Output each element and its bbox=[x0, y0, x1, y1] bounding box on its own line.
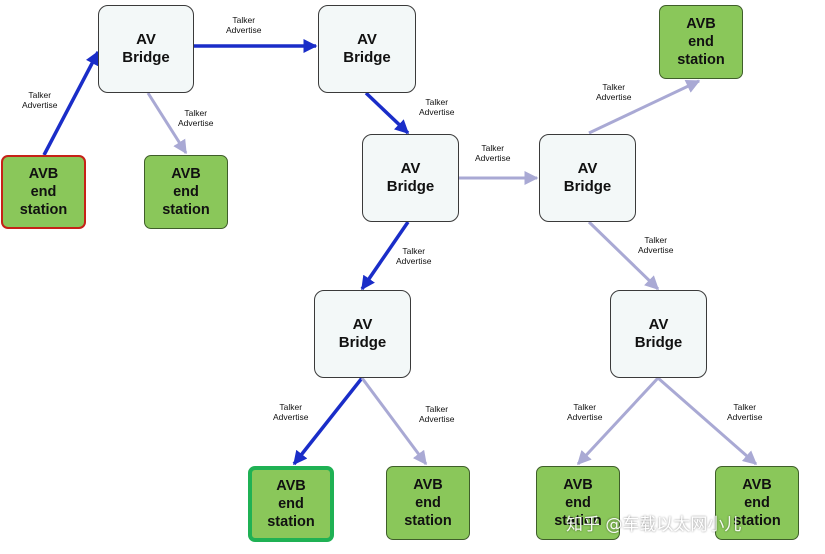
node-label-line: AV bbox=[577, 160, 598, 177]
edge-label: Talker Advertise bbox=[419, 404, 454, 424]
edge-label-line: Advertise bbox=[226, 25, 262, 35]
node-label-line: AVB bbox=[171, 166, 201, 182]
node-label-line: Bridge bbox=[634, 334, 683, 351]
node-label-line: end bbox=[415, 495, 441, 511]
edge-label-line: Talker bbox=[425, 97, 449, 107]
edge-label: Talker Advertise bbox=[596, 82, 631, 102]
edge-bridge-3-to-bridge-5 bbox=[360, 221, 410, 291]
edge-label: Talker Advertise bbox=[638, 235, 673, 255]
node-label-line: AVB bbox=[563, 477, 593, 493]
node-label-line: AV bbox=[357, 31, 377, 48]
node-label-line: end bbox=[278, 496, 304, 512]
edge-bridge-5-to-station-3 bbox=[360, 377, 428, 466]
node-label-line: AV bbox=[352, 316, 373, 333]
av-bridge-4: AV Bridge bbox=[539, 134, 636, 222]
edge-label-line: Talker bbox=[28, 90, 52, 100]
edge-bridge-4-to-station-2 bbox=[588, 79, 701, 135]
edge-label: Talker Advertise bbox=[475, 143, 510, 163]
edge-label-line: Advertise bbox=[273, 412, 309, 422]
edge-label-line: Advertise bbox=[396, 256, 432, 266]
edge-bridge-1-to-station-1 bbox=[146, 92, 188, 155]
edge-label: Talker Advertise bbox=[226, 15, 261, 35]
node-label-line: Bridge bbox=[338, 334, 387, 351]
node-label-line: end bbox=[30, 184, 57, 200]
node-label-line: Bridge bbox=[563, 178, 612, 195]
edge-label-line: Advertise bbox=[419, 414, 455, 424]
avb-end-station-talker: AVB end station bbox=[1, 155, 86, 229]
node-label-line: station bbox=[162, 202, 210, 218]
edge-label-line: Talker bbox=[232, 15, 256, 25]
edge-label-line: Advertise bbox=[419, 107, 455, 117]
avb-end-station-4: AVB end station bbox=[536, 466, 620, 540]
node-label-line: station bbox=[677, 52, 725, 68]
edge-bridge-2-to-bridge-3 bbox=[364, 91, 410, 135]
edge-label: Talker Advertise bbox=[178, 108, 213, 128]
avb-end-station-5: AVB end station bbox=[715, 466, 799, 540]
edge-label-line: Talker bbox=[425, 404, 449, 414]
edge-label: Talker Advertise bbox=[273, 402, 308, 422]
node-label-line: AVB bbox=[276, 478, 306, 494]
edge-label-line: Talker bbox=[733, 402, 757, 412]
edge-label-line: Talker bbox=[402, 246, 426, 256]
node-label-line: end bbox=[688, 34, 714, 50]
edge-label-line: Advertise bbox=[596, 92, 632, 102]
node-label-line: station bbox=[267, 514, 315, 530]
av-bridge-3: AV Bridge bbox=[362, 134, 459, 222]
node-label-line: Bridge bbox=[122, 49, 170, 66]
node-label-line: end bbox=[744, 495, 770, 511]
edge-label-line: Talker bbox=[279, 402, 303, 412]
edge-talker-to-bridge-1 bbox=[42, 50, 100, 156]
node-label-line: AVB bbox=[686, 16, 716, 32]
node-label-line: station bbox=[554, 513, 602, 529]
edge-label-line: Advertise bbox=[567, 412, 603, 422]
edge-label-line: Talker bbox=[184, 108, 208, 118]
edge-bridge-5-to-listener bbox=[292, 376, 364, 466]
node-label-line: AVB bbox=[413, 477, 443, 493]
avb-end-station-3: AVB end station bbox=[386, 466, 470, 540]
av-bridge-6: AV Bridge bbox=[610, 290, 707, 378]
edge-label-line: Advertise bbox=[178, 118, 214, 128]
av-bridge-5: AV Bridge bbox=[314, 290, 411, 378]
edge-label-line: Advertise bbox=[638, 245, 674, 255]
edge-label-line: Talker bbox=[481, 143, 505, 153]
node-label-line: AVB bbox=[28, 166, 59, 182]
edge-label: Talker Advertise bbox=[567, 402, 602, 422]
node-label-line: Bridge bbox=[343, 49, 391, 66]
watermark: 知乎 @车载以太网小儿 bbox=[566, 515, 742, 535]
avb-end-station-1: AVB end station bbox=[144, 155, 228, 229]
node-label-line: AVB bbox=[742, 477, 772, 493]
node-label-line: AV bbox=[136, 31, 156, 48]
edge-bridge-6-to-station-4 bbox=[576, 376, 660, 466]
edge-bridge-4-to-bridge-6 bbox=[587, 220, 660, 291]
av-bridge-1: AV Bridge bbox=[98, 5, 194, 93]
node-label-line: station bbox=[19, 202, 68, 218]
edge-label: Talker Advertise bbox=[419, 97, 454, 117]
node-label-line: AV bbox=[400, 160, 421, 177]
avb-end-station-2: AVB end station bbox=[659, 5, 743, 79]
node-label-line: end bbox=[173, 184, 199, 200]
node-label-line: AV bbox=[648, 316, 669, 333]
edge-label-line: Advertise bbox=[475, 153, 511, 163]
edge-label: Talker Advertise bbox=[22, 90, 57, 110]
edge-label: Talker Advertise bbox=[396, 246, 431, 266]
node-label-line: Bridge bbox=[386, 178, 435, 195]
edge-label-line: Advertise bbox=[22, 100, 58, 110]
edge-label-line: Talker bbox=[573, 402, 597, 412]
av-bridge-2: AV Bridge bbox=[318, 5, 416, 93]
avb-end-station-listener: AVB end station bbox=[248, 466, 334, 542]
node-label-line: station bbox=[733, 513, 781, 529]
edge-label: Talker Advertise bbox=[727, 402, 762, 422]
edge-label-line: Talker bbox=[644, 235, 668, 245]
edge-label-line: Talker bbox=[602, 82, 626, 92]
node-label-line: station bbox=[404, 513, 452, 529]
edge-bridge-6-to-station-5 bbox=[657, 376, 758, 466]
edge-label-line: Advertise bbox=[727, 412, 763, 422]
node-label-line: end bbox=[565, 495, 591, 511]
